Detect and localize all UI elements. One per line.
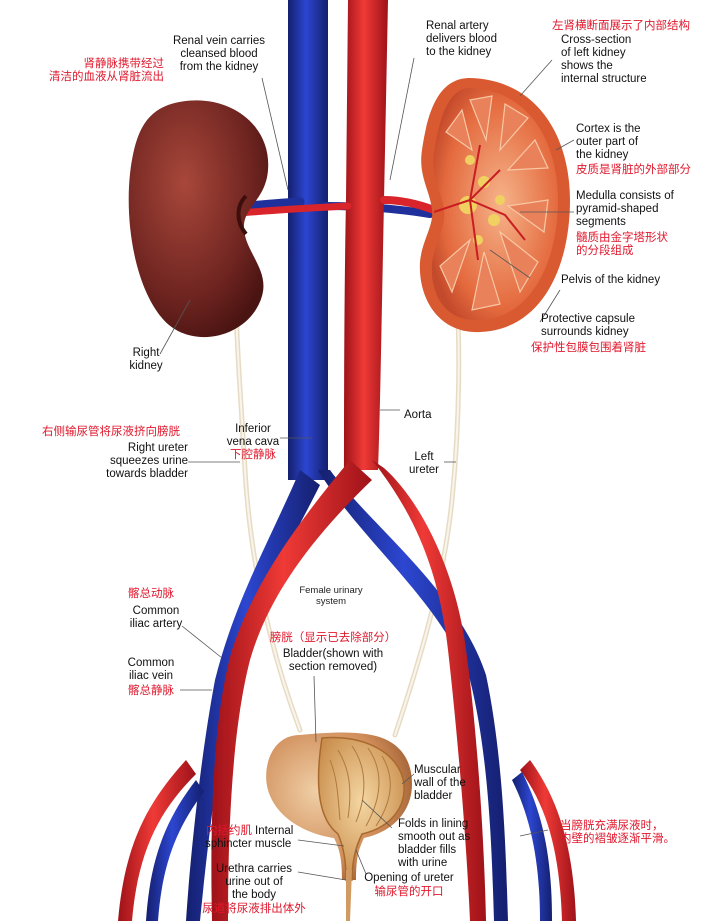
right-kidney-hilum — [236, 194, 248, 236]
urethra — [346, 870, 352, 921]
right-kidney — [128, 100, 269, 338]
iliac-vein-label-cn: 髂总静脉 — [128, 685, 174, 697]
cortex-label-cn: 皮质是肾脏的外部部分 — [576, 164, 691, 176]
sphincter-label: Internal sphincter muscle — [205, 825, 294, 850]
renal-artery-label: Renal artery delivers blood to the kidne… — [426, 20, 497, 58]
medulla-pyramids — [439, 95, 549, 311]
capsule-label: Protective capsule surrounds kidney — [541, 313, 635, 338]
cortex-label: Cortex is the outer part of the kidney — [576, 123, 641, 161]
right-external-vein — [146, 780, 204, 921]
folds-label: Folds in lining smooth out as bladder fi… — [398, 818, 471, 869]
renal-vein-label: Renal vein carries cleansed blood from t… — [172, 35, 266, 73]
renal-vessel-branches — [433, 144, 526, 261]
aorta — [344, 0, 388, 470]
left-external-vein — [512, 772, 552, 921]
urethra-label: Urethra carries urine out of the body — [215, 863, 293, 901]
right-iliac-vein — [186, 470, 320, 921]
cross-section-label-cn: 左肾横断面展示了内部结构 — [552, 20, 690, 32]
cross-section-label: Cross-section of left kidney shows the i… — [561, 34, 647, 85]
ureter-opening-label: Opening of ureter — [364, 872, 454, 884]
bladder-label-cn: 膀胱（显示已去除部分） — [269, 632, 397, 644]
bladder-folds — [329, 745, 391, 827]
iliac-artery-label: Common iliac artery — [129, 605, 183, 630]
right-ureter-label: Right ureter squeezes urine towards blad… — [106, 442, 188, 480]
medulla-label: Medulla consists of pyramid-shaped segme… — [576, 190, 674, 228]
medulla-label-cn: 髓质由金字塔形状 的分段组成 — [576, 232, 668, 257]
sphincter-label-cn: 内括约肌 — [206, 825, 252, 837]
right-ureter-label-cn: 右侧输尿管将尿液挤向膀胱 — [42, 426, 180, 438]
left-ureter-label: Left ureter — [408, 451, 440, 476]
urethra-label-cn: 尿道将尿液排出体外 — [202, 903, 306, 915]
bladder-label: Bladder(shown with section removed) — [282, 648, 384, 673]
iliac-vein-label: Common iliac vein — [127, 657, 175, 682]
renal-vein-label-cn: 肾静脉携带经过 清洁的血液从肾脏流出 — [49, 58, 164, 83]
left-iliac-artery — [372, 460, 486, 921]
right-kidney-label: Right kidney — [129, 347, 163, 372]
system-title: Female urinary system — [299, 585, 363, 607]
right-iliac-artery — [211, 460, 372, 921]
bladder-interior — [317, 736, 405, 881]
left-external-artery — [520, 760, 576, 921]
vena-cava-label: Inferior vena cava — [226, 423, 280, 448]
renal-artery-left — [380, 196, 438, 214]
right-external-artery — [118, 760, 196, 921]
capsule-label-cn: 保护性包膜包围着肾脏 — [531, 342, 646, 354]
pelvis-label: Pelvis of the kidney — [561, 274, 661, 286]
muscular-wall-label: Muscular wall of the bladder — [414, 764, 466, 802]
vena-cava-label-cn: 下腔静脉 — [230, 449, 276, 461]
iliac-artery-label-cn: 髂总动脉 — [128, 588, 174, 600]
leader-lines — [159, 57, 575, 881]
folds-label-cn: 当膀胱充满尿液时， 内壁的褶皱逐渐平滑。 — [560, 820, 675, 845]
aorta-label: Aorta — [404, 409, 432, 421]
vena-cava-trunk — [288, 0, 328, 480]
renal-pelvis — [459, 155, 505, 245]
ureter-opening-label-cn: 输尿管的开口 — [374, 886, 444, 898]
